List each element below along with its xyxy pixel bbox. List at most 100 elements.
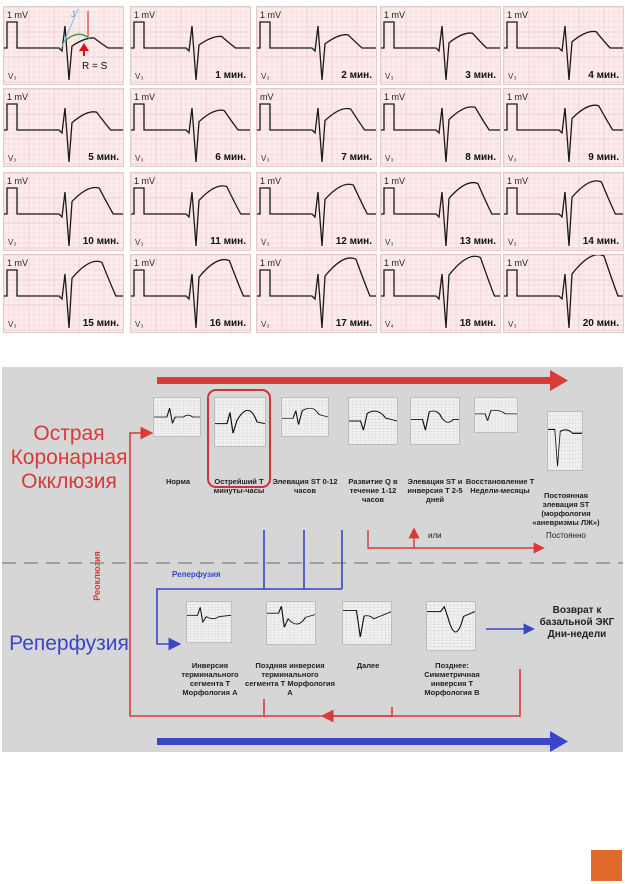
- lead-label: V₃: [385, 238, 394, 247]
- lead-label: V₃: [385, 154, 394, 163]
- top-red-bar: [157, 377, 553, 384]
- time-label: 2 мин.: [341, 70, 372, 81]
- rs-label: R = S: [82, 61, 107, 72]
- mv-label: 1 mV: [507, 92, 528, 102]
- stage-ecg-thumbnail: [266, 601, 316, 645]
- ecg-strip: 1 mV V₃ 8 мин.: [380, 88, 501, 167]
- lead-label: V₃: [8, 72, 17, 81]
- lead-label: V₃: [261, 154, 270, 163]
- stage-label: Острейший T минуты-часы: [206, 477, 272, 495]
- ecg-strip: 1 mV V₃ 17 мин.: [256, 254, 377, 333]
- stage-label: Элевация ST и инверсия T 2-5 дней: [402, 477, 468, 504]
- mv-label: 1 mV: [384, 176, 405, 186]
- time-label: 1 мин.: [215, 70, 246, 81]
- reocclusion-label-wrap: Реоклюзия: [106, 537, 118, 617]
- mv-label: 1 mV: [260, 10, 281, 20]
- stage-ecg-thumbnail: [214, 397, 266, 447]
- stage-label: Элевация ST 0-12 часов: [272, 477, 338, 495]
- stage-ecg-thumbnail: [186, 601, 232, 643]
- time-label: 4 мин.: [588, 70, 619, 81]
- reocclusion-label: Реоклюзия: [92, 551, 102, 601]
- lead-label: V₃: [261, 72, 270, 81]
- stage-ecg-thumbnail: [410, 397, 460, 445]
- mv-label: 1 mV: [7, 92, 28, 102]
- time-label: 13 мин.: [460, 236, 496, 247]
- mv-label: 1 mV: [7, 176, 28, 186]
- ecg-strip: 1 mV V₃ R = S J: [3, 6, 124, 85]
- bottom-blue-arrowhead: [550, 731, 568, 752]
- lead-label: V₃: [508, 72, 517, 81]
- mv-label: 1 mV: [507, 10, 528, 20]
- mv-label: 1 mV: [134, 92, 155, 102]
- time-label: 12 мин.: [336, 236, 372, 247]
- mv-label: 1 mV: [384, 258, 405, 268]
- reperfusion-arrow-label: Реперфузия: [172, 570, 221, 579]
- return-label: Возврат к базальной ЭКГ Дни-недели: [539, 605, 615, 641]
- j-point-label: J: [71, 10, 75, 19]
- lead-label: V₃: [135, 154, 144, 163]
- mv-label: 1 mV: [260, 258, 281, 268]
- ecg-strip-grid: 1 mVV₃R = SJ1 mVV₃1 мин.1 mVV₃2 мин.1 mV…: [0, 0, 625, 335]
- ecg-strip: 1 mV V₃ 5 мин.: [3, 88, 124, 167]
- occlusion-title: Острая Коронарная Окклюзия: [4, 422, 134, 494]
- ecg-strip: 1 mV V₃ 15 мин.: [3, 254, 124, 333]
- permanent-path: [368, 530, 542, 548]
- lead-label: V₃: [8, 320, 17, 329]
- lead-label: V₃: [508, 154, 517, 163]
- mv-label: 1 mV: [384, 92, 405, 102]
- stage-ecg-thumbnail: [281, 397, 329, 437]
- ecg-strip: 1 mV V₃ 3 мин.: [380, 6, 501, 85]
- or-label: или: [428, 531, 442, 540]
- stage-label: Поздняя инверсия терминального сегмента …: [244, 661, 336, 697]
- time-label: 7 мин.: [341, 152, 372, 163]
- mv-label: 1 mV: [260, 176, 281, 186]
- time-label: 3 мин.: [465, 70, 496, 81]
- lead-label: V₃: [8, 154, 17, 163]
- time-label: 9 мин.: [588, 152, 619, 163]
- time-label: 5 мин.: [88, 152, 119, 163]
- mv-label: 1 mV: [7, 258, 28, 268]
- lead-label: V₃: [8, 238, 17, 247]
- time-label: 10 мин.: [83, 236, 119, 247]
- mv-label: 1 mV: [507, 176, 528, 186]
- lead-label: V₃: [261, 238, 270, 247]
- mv-label: 1 mV: [134, 176, 155, 186]
- ecg-strip: 1 mVV₃14 мин.: [503, 172, 624, 251]
- ecg-strip: 1 mV V₃ 10 мин.: [3, 172, 124, 251]
- page-badge: [591, 850, 622, 881]
- time-label: 11 мин.: [210, 236, 246, 247]
- time-label: 20 мин.: [583, 318, 619, 329]
- time-label: 15 мин.: [83, 318, 119, 329]
- mv-label: 1 mV: [134, 258, 155, 268]
- mv-label: 1 mV: [134, 10, 155, 20]
- stage-label: Развитие Q в течение 1-12 часов: [340, 477, 406, 504]
- ecg-strip: 1 mV V₃ 20 мин.: [503, 254, 624, 333]
- mv-label: 1 mV: [384, 10, 405, 20]
- ecg-evolution-diagram: Острая Коронарная Окклюзия Реперфузия Ре…: [2, 367, 623, 752]
- time-label: 14 мин.: [583, 236, 619, 247]
- time-label: 6 мин.: [215, 152, 246, 163]
- ecg-strip: 1 mV V₃ 9 мин.: [503, 88, 624, 167]
- time-label: 16 мин.: [210, 318, 246, 329]
- time-label: 17 мин.: [336, 318, 372, 329]
- time-label: 8 мин.: [465, 152, 496, 163]
- stage-label: Постоянная элевация ST (морфология «анев…: [526, 491, 606, 527]
- stage-ecg-thumbnail: [474, 397, 518, 433]
- ecg-strip: 1 mV V₃ 2 мин.: [256, 6, 377, 85]
- lead-label: V₃: [508, 320, 517, 329]
- lead-label: V₃: [261, 320, 270, 329]
- stage-ecg-thumbnail: [342, 601, 392, 645]
- lead-label: V₃: [385, 72, 394, 81]
- mv-label: 1 mV: [7, 10, 28, 20]
- mv-label: 1 mV: [507, 258, 528, 268]
- stage-ecg-thumbnail: [153, 397, 201, 437]
- stage-label: Далее: [340, 661, 396, 670]
- time-label: 18 мин.: [460, 318, 496, 329]
- ecg-strip: 1 mV V₃ 12 мин.: [256, 172, 377, 251]
- reperfusion-title: Реперфузия: [4, 632, 134, 656]
